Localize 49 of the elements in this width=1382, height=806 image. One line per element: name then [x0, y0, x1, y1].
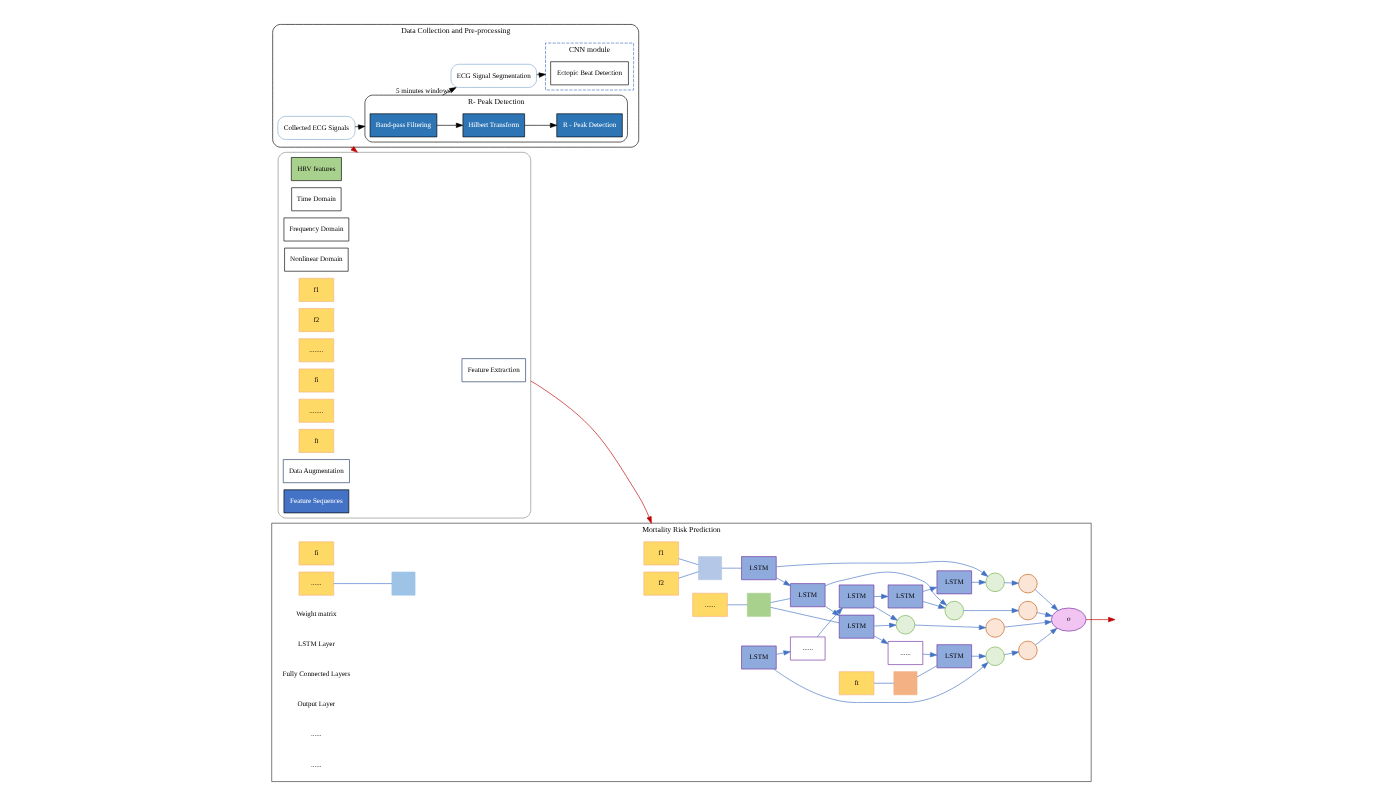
node-ellipse: [985, 618, 1005, 638]
arrow: [873, 635, 889, 644]
node-box: [698, 556, 722, 581]
connector: [678, 571, 699, 579]
arrow: [914, 624, 987, 630]
arrow: [963, 608, 1019, 614]
connector: [333, 583, 393, 584]
node-circle: [895, 615, 916, 635]
arrow: [971, 579, 986, 585]
arrow: [776, 650, 791, 656]
node-circle: [944, 600, 964, 621]
arrow: [873, 593, 889, 600]
connector: [721, 567, 742, 569]
node-circle: [985, 572, 1005, 592]
arrow: [442, 87, 457, 96]
arrow: [350, 146, 358, 153]
arrow: [922, 601, 946, 609]
arrow: [873, 606, 898, 621]
arrow: [1035, 627, 1058, 646]
node-ellipse: [1018, 640, 1038, 661]
node-ellipse: [1018, 573, 1038, 594]
arrow: [436, 122, 464, 128]
cluster: [277, 152, 532, 519]
arrow: [1004, 580, 1019, 586]
connector: [678, 558, 699, 566]
arrow: [776, 577, 791, 586]
connector: [770, 598, 791, 603]
arrow: [773, 662, 989, 703]
connector: [916, 665, 938, 678]
arrow: [971, 653, 986, 659]
connector: [770, 607, 840, 624]
node-box: [391, 571, 416, 596]
arrow: [524, 122, 558, 128]
node-circle: [985, 646, 1005, 666]
node-box: [747, 592, 771, 617]
arrow: [1034, 589, 1059, 611]
arrow: [824, 571, 947, 606]
arrow: [816, 607, 843, 638]
arrow: [824, 606, 840, 616]
arrow: [776, 561, 989, 577]
arrow: [1004, 619, 1052, 628]
arrow: [922, 652, 938, 658]
arrow: [922, 586, 938, 592]
node-box: [893, 671, 918, 696]
arrow: [1036, 612, 1053, 618]
arrow: [1004, 650, 1019, 656]
arrow: [873, 622, 897, 628]
node-ellipse: [1018, 600, 1038, 621]
arrow: [530, 380, 652, 524]
